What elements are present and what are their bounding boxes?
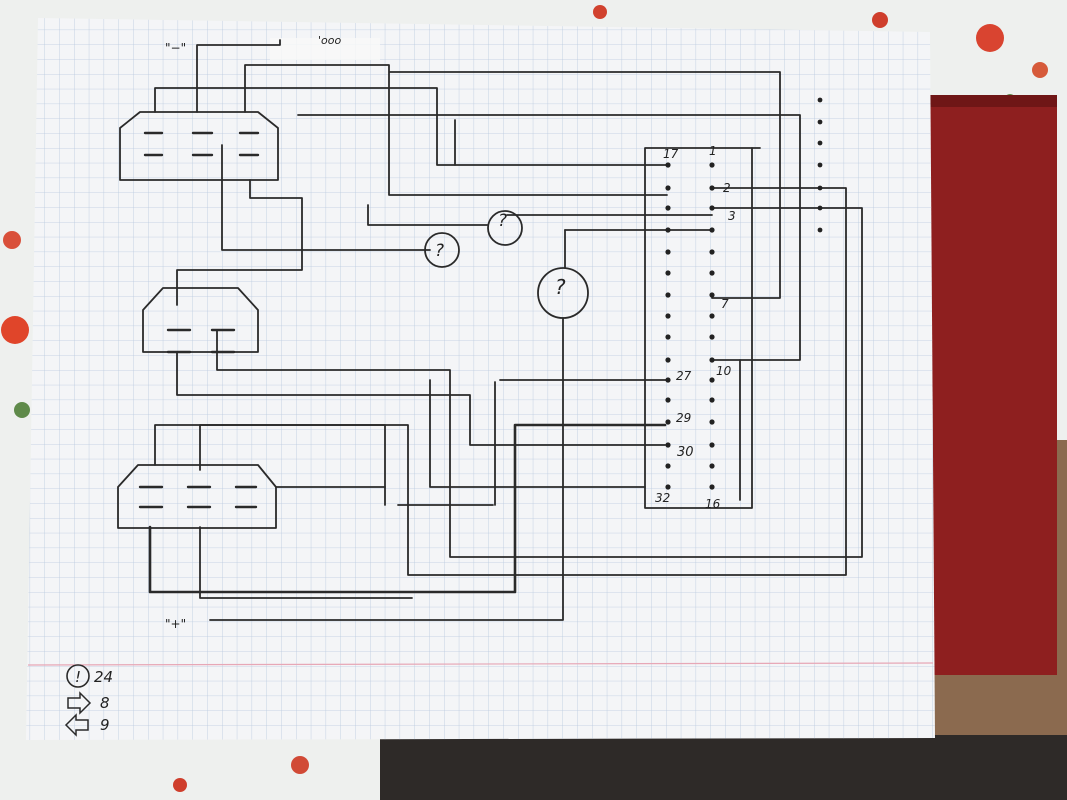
- connector-pins: [665, 97, 823, 490]
- left-arrow-icon: [64, 713, 89, 737]
- legend-value-3: 9: [100, 716, 110, 734]
- legend: ! 24 8 9: [64, 664, 113, 737]
- pin-label-7: 7: [721, 297, 729, 311]
- red-folder: [925, 95, 1057, 675]
- unknown-label-3: ?: [555, 275, 566, 299]
- legend-value-2: 8: [100, 694, 110, 712]
- wiring-diagram: [117, 39, 863, 621]
- unknown-component-2: [424, 232, 460, 268]
- unknown-component-3: [537, 267, 589, 319]
- dark-shadow: [380, 735, 1067, 800]
- pin-label-3: 3: [728, 209, 736, 223]
- minus-mark: "−": [165, 41, 186, 55]
- legend-value-1: 24: [94, 668, 113, 686]
- unknown-component-1: [487, 210, 523, 246]
- top-blur: [270, 38, 380, 60]
- pin-label-27: 27: [676, 369, 692, 383]
- connector-block-a: [119, 111, 279, 181]
- unknown-label-1: ?: [498, 211, 507, 231]
- pin-label-2: 2: [723, 181, 731, 195]
- pin-label-10: 10: [716, 364, 732, 378]
- pin-label-17: 17: [663, 147, 679, 161]
- unknown-components: [424, 210, 589, 319]
- pin-label-30: 30: [677, 445, 694, 460]
- legend-symbol: !: [75, 668, 81, 686]
- connector-block-d: [644, 147, 753, 509]
- pin-label-16: 16: [705, 497, 721, 511]
- connector-block-c: [117, 464, 277, 529]
- pin-label-1: 1: [709, 144, 717, 158]
- plus-mark: "+": [165, 617, 186, 631]
- pin-label-29: 29: [676, 411, 691, 425]
- right-arrow-icon: [67, 691, 92, 715]
- exclamation-circle-icon: [66, 664, 90, 688]
- connector-block-b: [142, 287, 259, 353]
- margin-line: [27, 662, 934, 666]
- pin-labels: 17 1 2 3 7 10 27 29 30 32 16: [655, 144, 736, 511]
- pin-label-32: 32: [655, 491, 670, 505]
- top-scribble: 'ooo: [318, 34, 341, 47]
- unknown-label-2: ?: [435, 241, 444, 261]
